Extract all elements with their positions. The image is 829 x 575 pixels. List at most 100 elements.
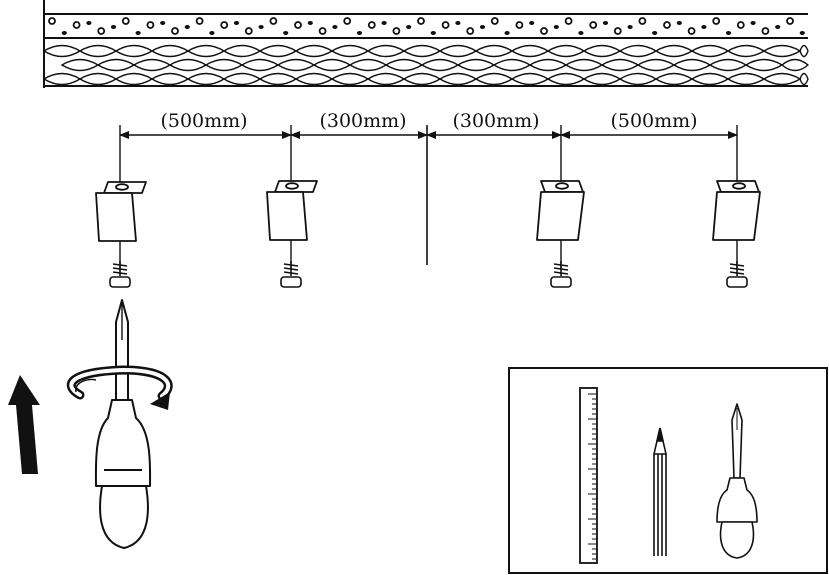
gravel-stone [540, 27, 548, 35]
gravel-stone [638, 17, 647, 25]
gravel-dot [110, 25, 117, 29]
gravel-dot [209, 31, 215, 35]
mesh-cell [240, 58, 280, 72]
hanger-2 [266, 125, 318, 288]
mesh-cell [438, 72, 478, 86]
gravel-dot [356, 31, 363, 35]
gravel-stone [663, 21, 671, 29]
gravel-dot [86, 21, 92, 25]
gravel-stone [564, 17, 573, 25]
rotation-arrow [66, 365, 173, 410]
gravel-dot [381, 21, 387, 25]
gravel-dot [283, 31, 289, 35]
gravel-dot [332, 25, 338, 29]
gravel-stone [146, 21, 155, 29]
mesh-cell [510, 72, 550, 86]
mesh-cell [168, 58, 208, 72]
mesh-cell [384, 58, 424, 72]
mounting-bracket [266, 180, 318, 241]
mesh-cell [222, 44, 262, 58]
mesh-cell [618, 72, 658, 86]
mesh-cell [799, 72, 809, 86]
mesh-cell [186, 72, 226, 86]
mesh-cell [402, 44, 442, 58]
mesh-cell [582, 44, 622, 58]
threaded-screw-anchor [550, 261, 572, 288]
mesh-cell [42, 72, 82, 86]
mesh-cell [312, 58, 352, 72]
mesh-cell [294, 44, 334, 58]
mesh-cell [402, 72, 442, 86]
ceiling-slab [42, 0, 810, 88]
gravel-stone [294, 21, 302, 29]
mounting-bracket [536, 180, 585, 241]
dimension-label-2: (300mm) [319, 110, 406, 132]
gravel-stone [515, 21, 524, 29]
gravel-dot [406, 25, 412, 29]
mesh-cell [744, 58, 784, 72]
mesh-cell [330, 72, 370, 86]
upward-arrow [8, 375, 40, 474]
mesh-cell [294, 72, 334, 86]
mesh-cell [780, 58, 810, 72]
mesh-cell [528, 58, 568, 72]
gravel-stone [343, 17, 352, 25]
hanger-1 [95, 125, 147, 288]
hanger-4 [712, 125, 761, 288]
gravel-dot [578, 31, 584, 35]
gravel-stone [48, 17, 56, 25]
mesh-cell [438, 44, 478, 58]
mesh-cell [726, 44, 766, 58]
mesh-cell [654, 44, 694, 58]
mesh-cell [276, 58, 316, 72]
mesh-cell [600, 58, 640, 72]
gravel-stone [736, 21, 745, 29]
gravel-stone [712, 17, 721, 25]
mesh-cell [366, 44, 406, 58]
mesh-cell [420, 58, 460, 72]
dimension-label-4: (500mm) [610, 110, 697, 132]
gravel-stone [367, 21, 376, 29]
mounting-bracket [712, 180, 761, 241]
gravel-dot [627, 25, 633, 29]
mesh-cell [114, 44, 154, 58]
gravel-stone [786, 17, 794, 25]
gravel-dot [61, 31, 67, 35]
gravel-dot [160, 21, 166, 25]
gravel-stone [97, 27, 106, 35]
mesh-cell [348, 58, 388, 72]
gravel-dot [430, 31, 436, 35]
gravel-dot [775, 25, 781, 29]
mesh-cell [42, 44, 82, 58]
mesh-cell [150, 72, 190, 86]
mesh-cell [799, 44, 809, 58]
mesh-cell [546, 44, 586, 58]
gravel-stone [392, 27, 401, 35]
mesh-cell [654, 72, 694, 86]
gravel-stone [220, 21, 229, 29]
threaded-screw-anchor [280, 261, 302, 288]
gravel-stone [441, 21, 450, 29]
gravel-stone [244, 27, 253, 35]
mesh-cell [564, 58, 604, 72]
ruler-icon [579, 387, 598, 564]
gravel-stone [121, 17, 130, 25]
mesh-cell [474, 72, 514, 86]
mesh-cell [690, 44, 730, 58]
screwdriver-small-icon [716, 403, 758, 559]
gravel-dot [529, 21, 535, 25]
mesh-cell [708, 58, 748, 72]
dimension-label-1: (500mm) [160, 110, 247, 132]
mesh-cell [762, 44, 802, 58]
gravel-dot [553, 25, 559, 29]
mesh-cell [474, 44, 514, 58]
hanger-3 [536, 125, 585, 288]
gravel-stone [72, 21, 81, 29]
gravel-dot [135, 31, 141, 35]
gravel-stone [613, 27, 622, 35]
gravel-stone [589, 21, 598, 29]
mesh-cell [78, 44, 118, 58]
threaded-screw-anchor [726, 261, 748, 288]
gravel-stone [490, 17, 499, 25]
